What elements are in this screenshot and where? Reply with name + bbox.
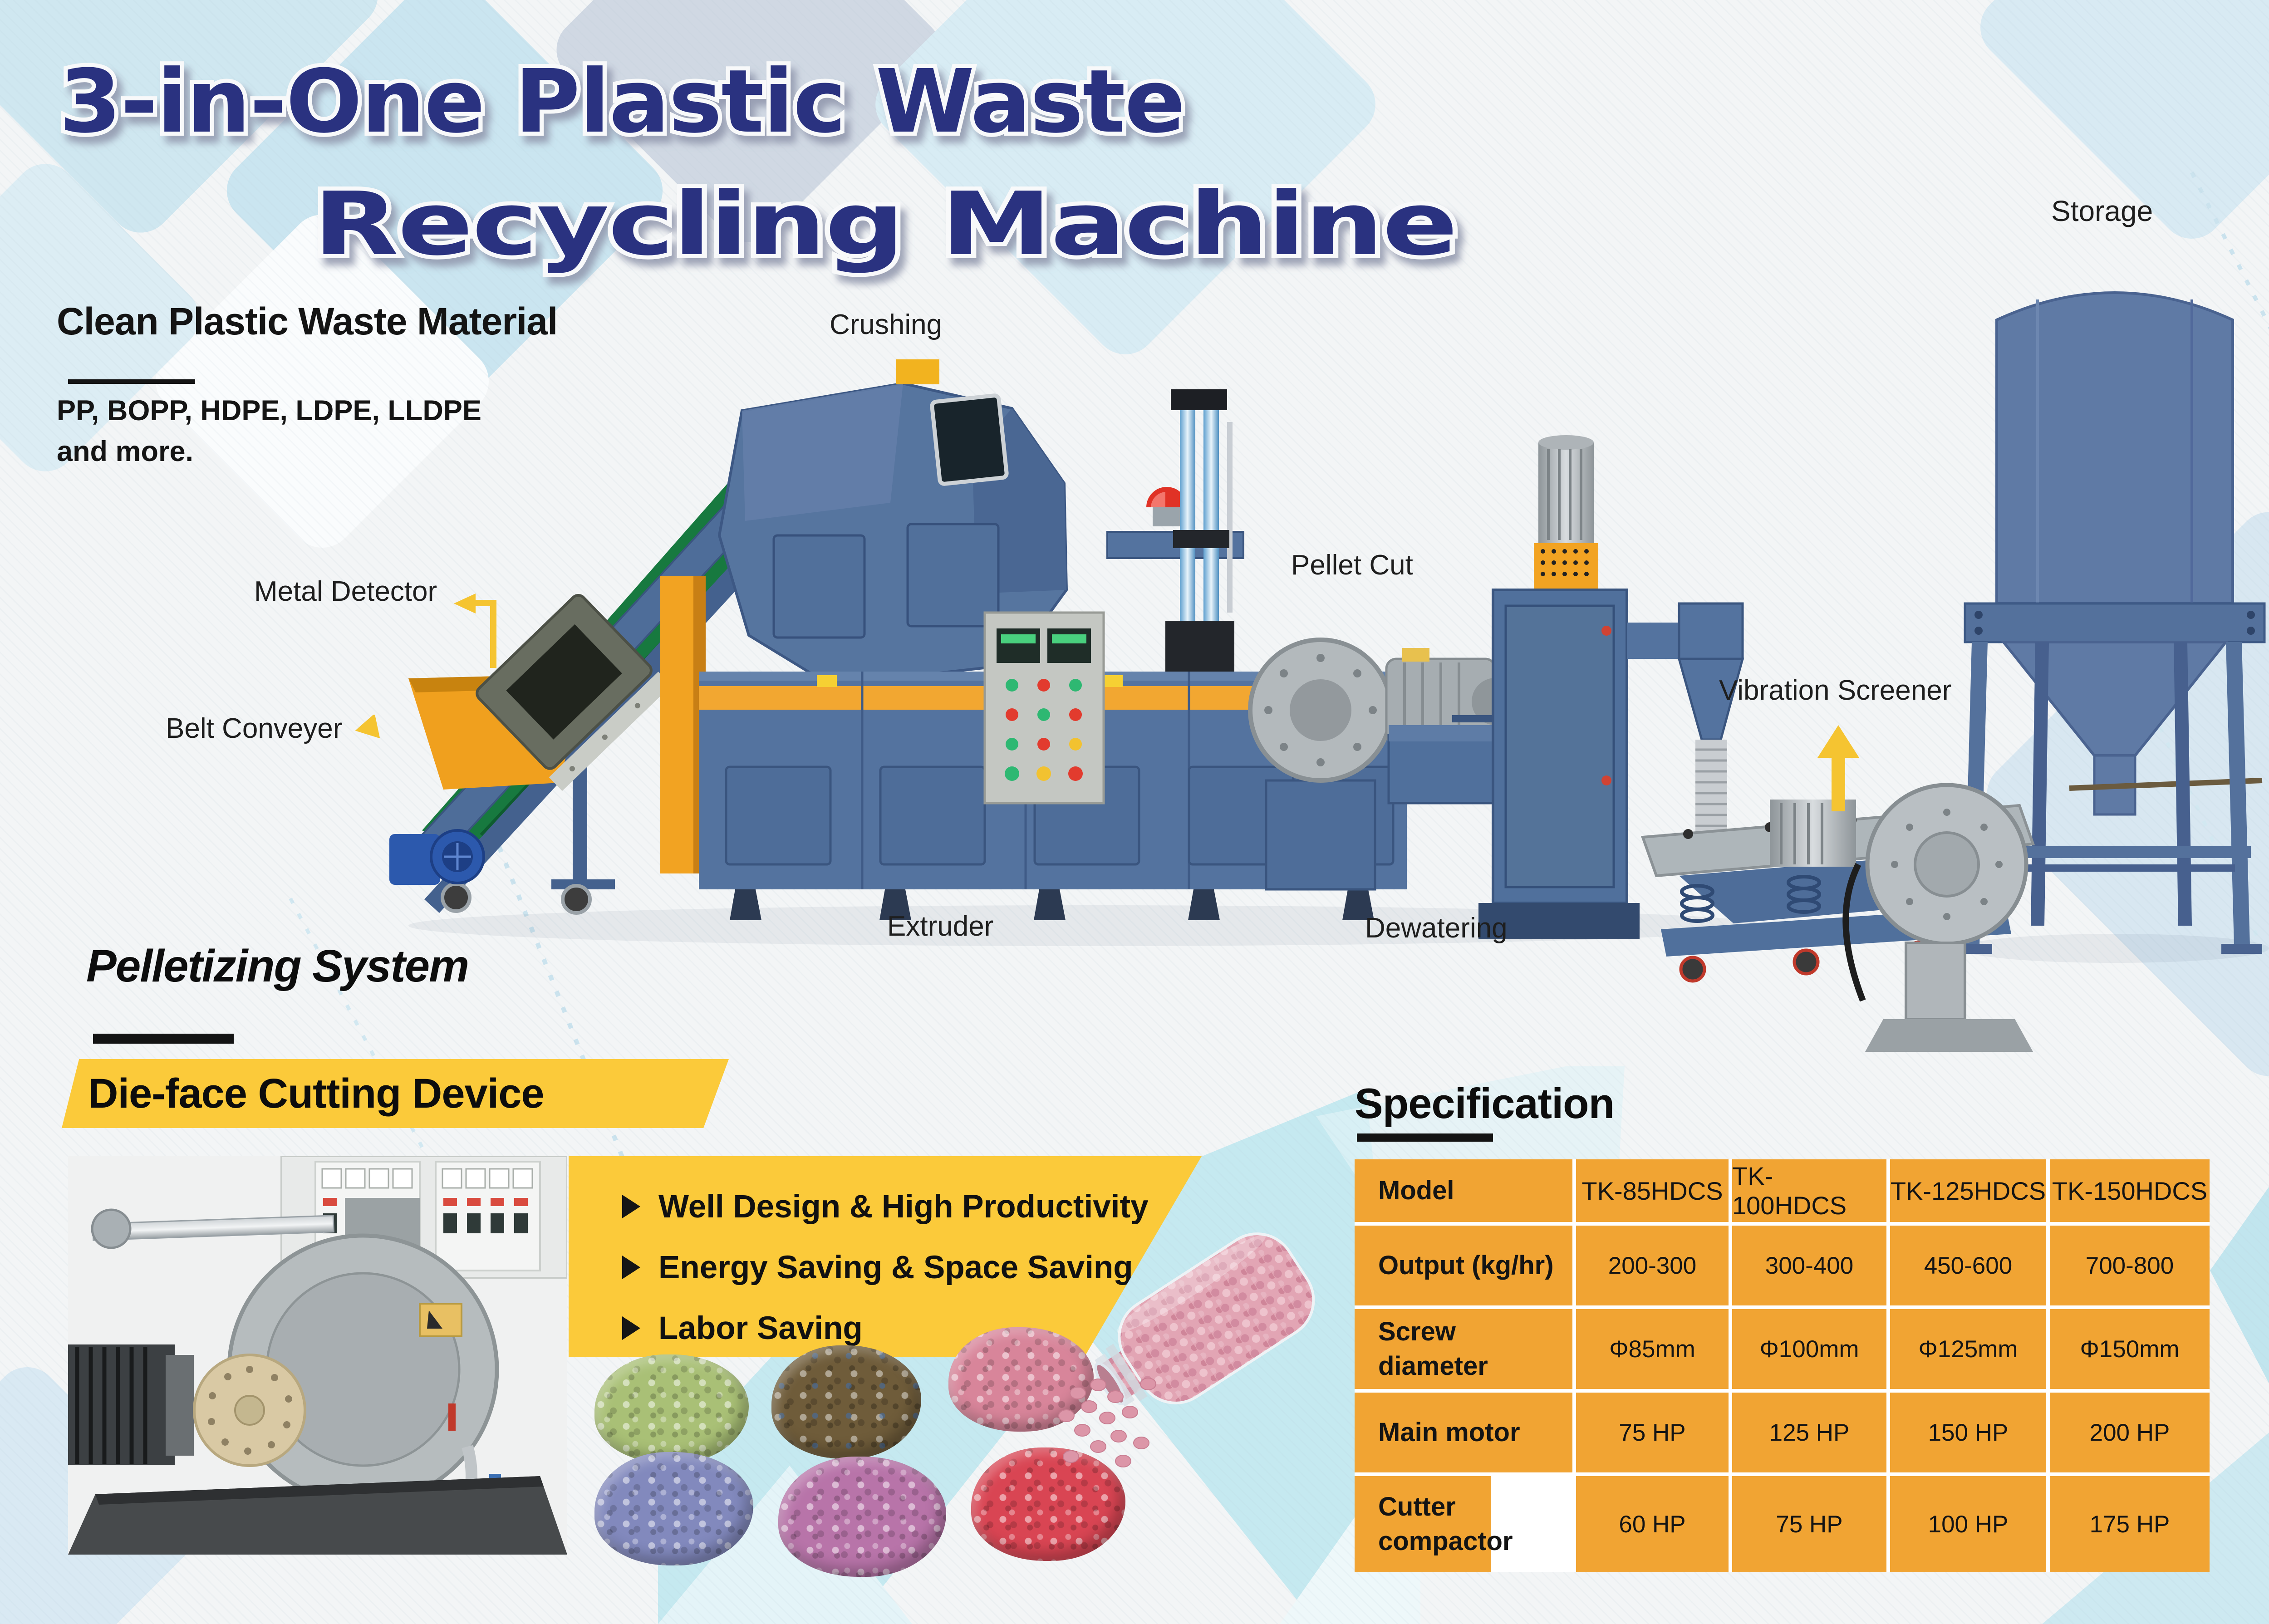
spec-cell: TK-100HDCS xyxy=(1732,1159,1886,1222)
bullet-triangle-icon xyxy=(622,1256,640,1279)
material-list: PP, BOPP, HDPE, LDPE, LLDPE and more. xyxy=(57,390,481,472)
spec-cell: TK-85HDCS xyxy=(1576,1159,1729,1222)
spec-cell: 125 HP xyxy=(1732,1393,1886,1472)
spec-cell: 700-800 xyxy=(2050,1226,2210,1305)
clean-material-rule xyxy=(68,379,195,384)
pellet-pile-pink xyxy=(948,1327,1094,1432)
pellet-pile-brown xyxy=(771,1345,921,1459)
spec-cell: Φ125mm xyxy=(1890,1309,2046,1389)
label-belt-conveyer: Belt Conveyer xyxy=(166,713,343,744)
floor-shadow xyxy=(1960,934,2269,963)
die-face-banner: Die-face Cutting Device xyxy=(62,1059,729,1128)
bullet-triangle-icon xyxy=(622,1195,640,1218)
feature-text: Labor Saving xyxy=(658,1310,863,1346)
spec-cell: 300-400 xyxy=(1732,1226,1886,1305)
spec-row-label: Screw diameter xyxy=(1355,1309,1572,1389)
clean-material-section: Clean Plastic Waste Material xyxy=(57,299,558,343)
pellet-pile-red xyxy=(971,1447,1125,1561)
spec-cell: TK-150HDCS xyxy=(2050,1159,2210,1222)
clean-material-heading: Clean Plastic Waste Material xyxy=(57,300,558,343)
pellet-bottle xyxy=(1058,1232,1315,1467)
control-panel xyxy=(983,611,1105,805)
spec-row-label: Cutter compactor xyxy=(1355,1476,1513,1572)
main-title: 3-in-One Plastic Waste Recycling Machine xyxy=(55,47,1462,279)
spec-cell: 200 HP xyxy=(2050,1393,2210,1472)
pelletizing-heading: Pelletizing System xyxy=(86,941,469,991)
label-extruder: Extruder xyxy=(887,911,994,942)
bullet-triangle-icon xyxy=(622,1316,640,1340)
spec-cell: Φ85mm xyxy=(1576,1309,1729,1389)
label-pellet-cut: Pellet Cut xyxy=(1291,550,1413,581)
metal-detector-arrow-icon xyxy=(454,594,496,668)
feature-text: Energy Saving & Space Saving xyxy=(658,1249,1133,1285)
label-metal-detector: Metal Detector xyxy=(254,576,437,607)
spilled-pellets xyxy=(1058,1378,1156,1467)
feature-text: Well Design & High Productivity xyxy=(658,1188,1149,1225)
material-list-line2: and more. xyxy=(57,436,194,467)
specification-heading: Specification xyxy=(1355,1079,1615,1127)
belt-conveyor xyxy=(389,465,802,915)
metal-detector-unit xyxy=(476,594,672,791)
spec-cell: TK-125HDCS xyxy=(1890,1159,2046,1222)
label-dewatering: Dewatering xyxy=(1365,913,1508,944)
pellet-pile-purple xyxy=(594,1452,753,1565)
blower-fan xyxy=(1770,783,2033,1052)
spec-cell: 175 HP xyxy=(2050,1476,2210,1572)
feature-item: Well Design & High Productivity xyxy=(622,1176,1202,1237)
specification-rule xyxy=(1357,1133,1493,1142)
recycling-line-illustration xyxy=(389,291,2269,1052)
label-storage: Storage xyxy=(2051,195,2153,227)
cutter-motor xyxy=(68,1344,175,1465)
spec-cell: Φ150mm xyxy=(2050,1309,2210,1389)
features-box: Well Design & High Productivity Energy S… xyxy=(569,1156,1202,1357)
pellet-pile-mauve xyxy=(778,1457,946,1577)
spec-cell: 75 HP xyxy=(1732,1476,1886,1572)
spec-cell: 75 HP xyxy=(1576,1393,1729,1472)
spec-row-label: Model xyxy=(1355,1159,1572,1222)
screen-changer xyxy=(1165,389,1234,675)
vibration-screener-arrow-icon xyxy=(1817,725,1859,811)
spec-cell: 450-600 xyxy=(1890,1226,2046,1305)
die-face-banner-text: Die-face Cutting Device xyxy=(88,1070,545,1117)
pellet-pile-green xyxy=(594,1354,749,1463)
spec-cell: 150 HP xyxy=(1890,1393,2046,1472)
belt-conveyer-arrow-icon xyxy=(355,715,380,739)
dewatering-unit xyxy=(1478,435,1744,939)
spec-cell: 200-300 xyxy=(1576,1226,1729,1305)
spec-cell: 60 HP xyxy=(1576,1476,1729,1572)
pelletizing-rule xyxy=(93,1034,234,1044)
material-list-line1: PP, BOPP, HDPE, LDPE, LLDPE xyxy=(57,395,481,427)
spec-cell: Φ100mm xyxy=(1732,1309,1886,1389)
specification-table: Model TK-85HDCS TK-100HDCS TK-125HDCS TK… xyxy=(1355,1159,2210,1572)
die-face-photo xyxy=(68,1156,567,1555)
spec-row-label: Main motor xyxy=(1355,1393,1572,1472)
label-vibration-screener: Vibration Screener xyxy=(1719,675,1952,706)
title-line1: 3-in-One Plastic Waste xyxy=(59,51,1184,152)
title-line2: Recycling Machine xyxy=(313,174,1457,275)
feature-item: Energy Saving & Space Saving xyxy=(622,1237,1202,1298)
feature-item: Labor Saving xyxy=(622,1298,1202,1357)
label-crushing: Crushing xyxy=(830,309,943,340)
spec-cell: 100 HP xyxy=(1890,1476,2046,1572)
spec-row-label: Output (kg/hr) xyxy=(1355,1226,1572,1305)
